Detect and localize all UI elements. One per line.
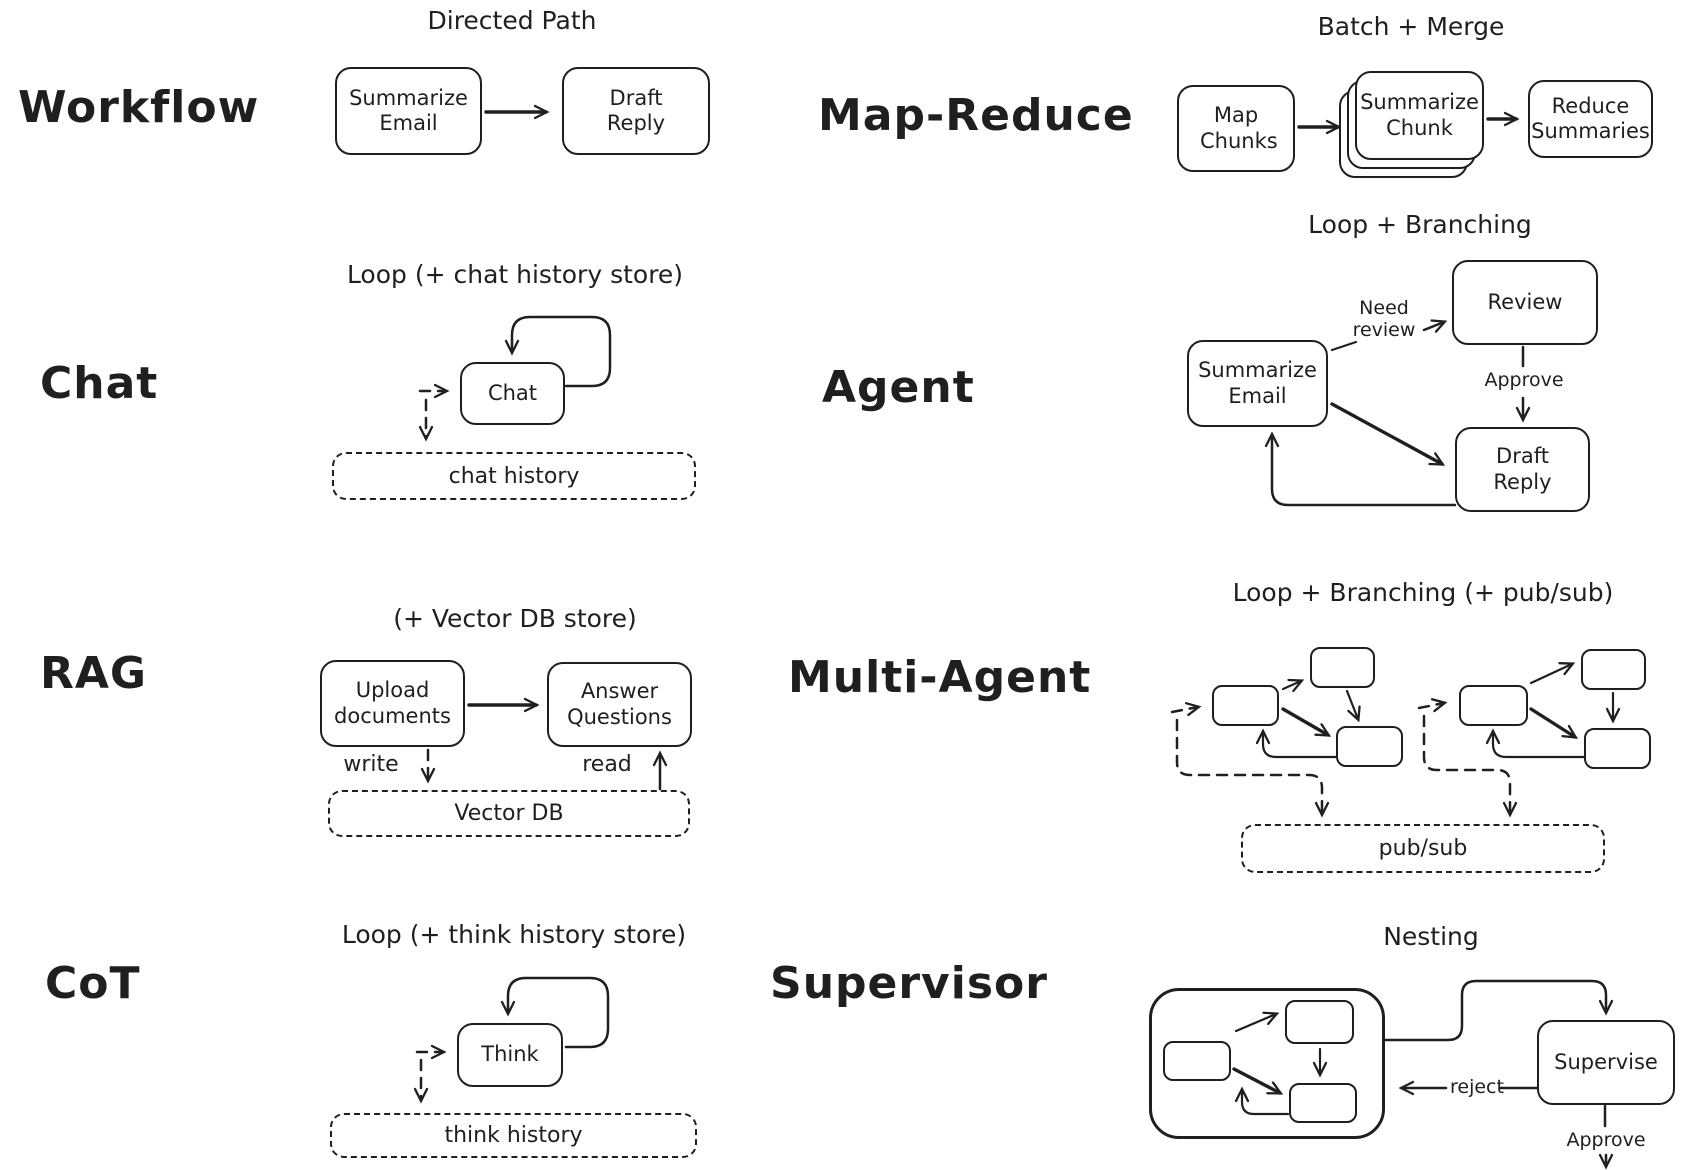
arrow-ma2-entry	[1417, 698, 1448, 713]
node-workflow-summarize-email: Summarize Email	[335, 67, 482, 155]
node-ma2-b	[1581, 649, 1646, 690]
arrow-ma2-pubsub	[1422, 714, 1518, 818]
arrow-agent-return	[1264, 431, 1457, 507]
arrow-agent-summarize-draft	[1330, 402, 1446, 466]
store-label: Vector DB	[454, 801, 564, 826]
node-label: Summarize Email	[1198, 358, 1317, 408]
node-chat: Chat	[460, 362, 565, 425]
node-label: Think	[481, 1042, 539, 1067]
diagram-title-multi-agent: Loop + Branching (+ pub/sub)	[1232, 578, 1614, 607]
section-label-rag: RAG	[40, 648, 148, 699]
node-think: Think	[457, 1023, 563, 1087]
node-label: Draft Reply	[1493, 444, 1552, 494]
section-label-workflow: Workflow	[18, 82, 260, 133]
node-label: Review	[1487, 289, 1563, 314]
node-workflow-draft-reply: Draft Reply	[562, 67, 710, 155]
node-answer-questions: Answer Questions	[547, 662, 692, 747]
node-reduce-summaries: Reduce Summaries	[1528, 80, 1653, 158]
node-label: Supervise	[1554, 1049, 1658, 1074]
edge-label-approve: Approve	[1484, 369, 1564, 391]
arrow-ma2-ab	[1529, 662, 1576, 685]
node-summarize-chunk: Summarize Chunk	[1355, 71, 1484, 160]
node-sup-b	[1285, 1000, 1354, 1044]
section-label-multi-agent: Multi-Agent	[788, 652, 1092, 703]
store-label: pub/sub	[1378, 836, 1468, 861]
store-pub-sub: pub/sub	[1241, 824, 1605, 873]
diagram-title-supervisor: Nesting	[1383, 922, 1479, 951]
edge-agent-needreview-tick	[1330, 340, 1358, 352]
store-vector-db: Vector DB	[328, 790, 690, 837]
diagram-title-map-reduce: Batch + Merge	[1317, 12, 1505, 41]
node-ma1-b	[1310, 647, 1375, 688]
section-label-map-reduce: Map-Reduce	[818, 90, 1134, 141]
store-chat-history: chat history	[332, 452, 696, 500]
edge-label-reject: reject	[1450, 1076, 1504, 1098]
edge-label-need-review: Need review	[1352, 297, 1416, 341]
arrow-sup-ab	[1234, 1011, 1280, 1033]
node-label: Reduce Summaries	[1531, 93, 1650, 143]
node-supervise: Supervise	[1537, 1020, 1675, 1105]
arrow-chat-loop	[504, 315, 612, 388]
store-think-history: think history	[330, 1113, 697, 1158]
node-label: Summarize Chunk	[1360, 90, 1479, 140]
node-ma2-a	[1459, 685, 1528, 726]
arrow-ma1-entry	[1170, 702, 1202, 717]
diagram-title-workflow: Directed Path	[427, 6, 597, 35]
node-map-chunks: Map Chunks	[1177, 85, 1295, 172]
section-label-cot: CoT	[45, 958, 141, 1009]
arrow-sup-ac	[1232, 1067, 1284, 1095]
arrow-ma2-return	[1485, 728, 1587, 759]
arrow-ma1-pubsub	[1175, 718, 1330, 818]
section-label-supervisor: Supervisor	[770, 958, 1048, 1009]
store-label: chat history	[448, 463, 580, 489]
diagram-title-cot: Loop (+ think history store)	[341, 920, 687, 949]
node-label: Answer Questions	[567, 679, 672, 729]
node-ma1-c	[1336, 726, 1403, 767]
arrow-ma1-ab	[1281, 678, 1305, 693]
diagram-title-rag: (+ Vector DB store)	[393, 604, 637, 633]
node-label: Summarize Email	[349, 85, 468, 135]
node-agent-draft-reply: Draft Reply	[1455, 427, 1590, 512]
section-label-agent: Agent	[822, 362, 975, 413]
edge-label-read: read	[582, 752, 632, 777]
container-supervisor-subgraph	[1149, 988, 1385, 1139]
arrow-ma1-return	[1255, 728, 1339, 759]
node-ma1-a	[1212, 685, 1279, 726]
node-agent-summarize-email: Summarize Email	[1187, 340, 1328, 427]
edge-label-write: write	[343, 752, 399, 777]
node-upload-documents: Upload documents	[320, 660, 465, 747]
node-sup-c	[1289, 1083, 1357, 1123]
arrow-sup-to-supervise	[1383, 979, 1614, 1042]
diagram-title-chat: Loop (+ chat history store)	[346, 260, 684, 289]
arrow-ma1-bc	[1345, 689, 1361, 723]
node-label: Chat	[487, 380, 538, 405]
node-sup-a	[1163, 1041, 1231, 1081]
node-agent-review: Review	[1452, 260, 1598, 345]
arrow-cot-loop	[500, 976, 610, 1049]
arrow-ma1-ac	[1281, 707, 1332, 737]
node-label: Draft Reply	[606, 85, 666, 135]
edge-label-approve-supervisor: Approve	[1566, 1129, 1646, 1151]
node-label: Map Chunks	[1200, 103, 1278, 153]
arrow-agent-needreview	[1422, 319, 1448, 333]
arrow-sup-return	[1234, 1086, 1290, 1116]
section-label-chat: Chat	[40, 358, 159, 409]
node-ma2-c	[1584, 728, 1651, 769]
arrow-ma2-ac	[1529, 707, 1579, 739]
store-label: think history	[444, 1123, 583, 1148]
diagram-title-agent: Loop + Branching	[1308, 210, 1532, 239]
node-label: Upload documents	[334, 678, 451, 728]
